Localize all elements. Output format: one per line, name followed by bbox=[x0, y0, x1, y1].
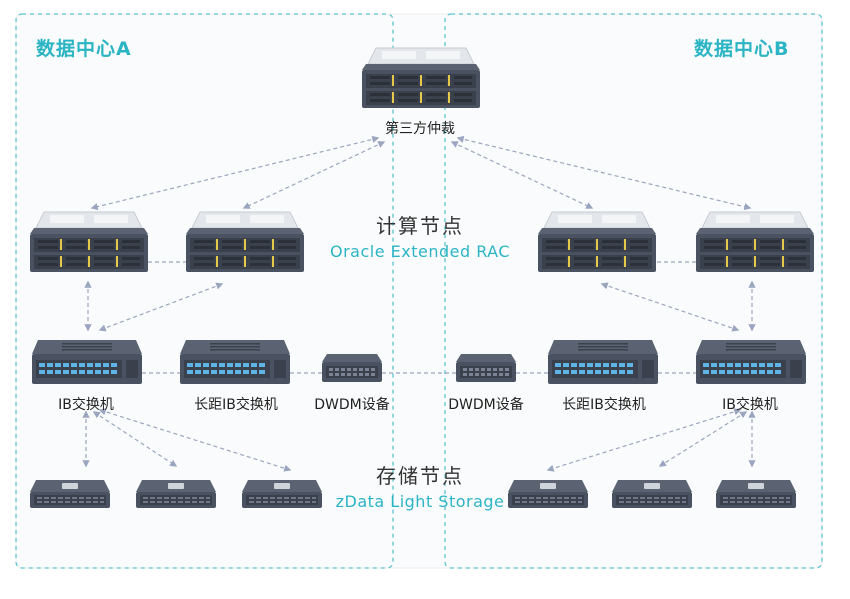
ib-switch-b-label: IB交换机 bbox=[722, 397, 778, 413]
links bbox=[82, 135, 756, 472]
link-compute-a2-ib-a bbox=[98, 282, 224, 332]
ib-switch-b bbox=[696, 340, 806, 384]
dwdm-a-label: DWDM设备 bbox=[314, 397, 390, 413]
long-ib-switch-a-label: 长距IB交换机 bbox=[194, 397, 278, 413]
arbiter-server bbox=[361, 47, 481, 109]
ib-switch-a-label: IB交换机 bbox=[58, 397, 114, 413]
zone-a-title: 数据中心A bbox=[36, 38, 132, 60]
storage-node-a1 bbox=[30, 480, 110, 508]
link-arbiter-compute-a2 bbox=[242, 141, 386, 209]
compute-node-a1 bbox=[29, 211, 149, 273]
link-arbiter-compute-b2 bbox=[456, 135, 752, 211]
storage-node-b2 bbox=[612, 480, 692, 508]
compute-node-a2 bbox=[185, 211, 305, 273]
link-compute-b1-ib-b bbox=[600, 282, 740, 332]
link-ib-a-storage-a3 bbox=[98, 408, 292, 472]
compute-node-b2 bbox=[695, 211, 815, 273]
long-ib-switch-b bbox=[548, 340, 658, 384]
compute-node-b1 bbox=[537, 211, 657, 273]
compute-subtitle: Oracle Extended RAC bbox=[329, 242, 511, 261]
link-ib-b-storage-b2 bbox=[658, 411, 748, 467]
storage-title: 存储节点 bbox=[376, 464, 464, 488]
dwdm-device-a bbox=[322, 354, 382, 382]
compute-title: 计算节点 bbox=[376, 214, 464, 238]
storage-node-b1 bbox=[508, 480, 588, 508]
storage-subtitle: zData Light Storage bbox=[335, 492, 505, 511]
dwdm-device-b bbox=[456, 354, 516, 382]
dwdm-b-label: DWDM设备 bbox=[448, 397, 524, 413]
zone-a-boundary bbox=[15, 13, 394, 569]
zone-b-boundary bbox=[444, 13, 823, 569]
ib-switch-a bbox=[32, 340, 142, 384]
link-ib-b-storage-b1 bbox=[546, 408, 742, 472]
storage-node-a2 bbox=[136, 480, 216, 508]
long-ib-switch-b-label: 长距IB交换机 bbox=[562, 397, 646, 413]
storage-node-a3 bbox=[242, 480, 322, 508]
long-ib-switch-a bbox=[180, 340, 290, 384]
arbiter-label: 第三方仲裁 bbox=[385, 121, 455, 137]
zone-b-title: 数据中心B bbox=[694, 38, 790, 60]
storage-node-b3 bbox=[716, 480, 796, 508]
